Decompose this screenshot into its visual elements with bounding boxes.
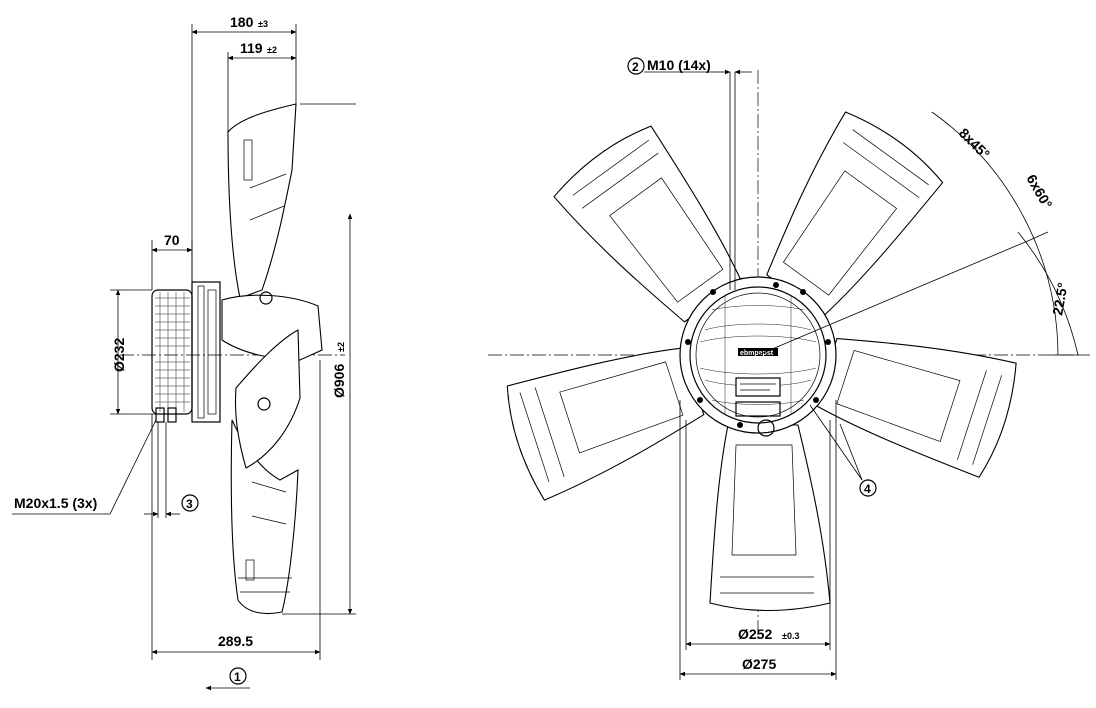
angle-8x45-text: 8x45° [956, 125, 993, 162]
blade [506, 347, 705, 501]
dim-hub-outer: Ø275 [679, 400, 837, 680]
impeller-blades [506, 111, 1017, 612]
dim-motor-offset: 70 [151, 232, 193, 290]
dim-width-total-tol: ±3 [258, 19, 268, 29]
callout-4-number: 4 [864, 482, 871, 496]
dim-overall-length-value: 289.5 [218, 633, 253, 649]
blade [814, 338, 1017, 478]
angle-22-5-text: 22.5° [1049, 281, 1070, 316]
dim-hub-bolt-circle-tol: ±0.3 [782, 631, 799, 641]
callout-3: 3 [144, 422, 199, 518]
blade [553, 125, 742, 323]
angle-6x60-text: 6x60° [1023, 172, 1055, 212]
dim-fan-diameter-value: Ø906 [331, 364, 347, 398]
dim-motor-diameter: Ø232 [110, 289, 156, 415]
dim-fan-diameter: Ø906 ±2 [282, 103, 356, 615]
dim-width-total-value: 180 [230, 14, 254, 30]
dim-hub-bolt-circle-value: Ø252 [738, 626, 772, 642]
dim-width-blade-tol: ±2 [267, 45, 277, 55]
motor-body [151, 281, 221, 423]
side-view: 180 ±3 119 ±2 70 Ø232 Ø [12, 14, 356, 691]
dim-motor-offset-value: 70 [164, 232, 180, 248]
callout-1-number: 1 [234, 670, 241, 684]
dim-overall-length: 289.5 [151, 360, 321, 660]
dim-hub-bolt-circle: Ø252 ±0.3 [685, 420, 831, 650]
dim-hub-outer-value: Ø275 [742, 656, 776, 672]
cable-gland-text: M20x1.5 (3x) [14, 495, 97, 511]
callout-3-number: 3 [186, 497, 193, 511]
dim-motor-diameter-value: Ø232 [111, 338, 127, 372]
dim-width-blade-value: 119 [240, 40, 263, 56]
front-view: ebmpapst 2 M10 (14x) 8x45° [488, 57, 1090, 680]
dim-fan-diameter-tol: ±2 [336, 342, 346, 352]
label-thread-m10: 2 M10 (14x) [627, 57, 752, 290]
thread-label-text: M10 (14x) [647, 57, 711, 73]
label-cable-gland: M20x1.5 (3x) [12, 419, 157, 515]
blade [766, 111, 944, 317]
callout-1-airflow: 1 [205, 667, 250, 691]
callout-2-number: 2 [632, 60, 639, 74]
dim-width-blade: 119 ±2 [227, 40, 297, 132]
blade [709, 424, 831, 612]
blade-side-profile [221, 103, 323, 615]
hub-brand-text: ebmpapst [740, 350, 774, 357]
